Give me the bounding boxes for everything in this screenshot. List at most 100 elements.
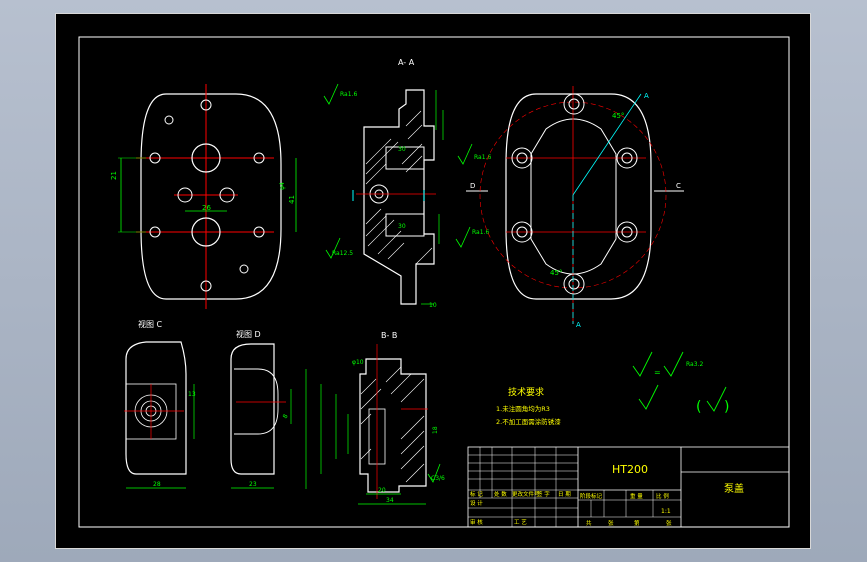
dim-aa-10: 10 [429, 302, 437, 309]
front-hole-mid-left [177, 187, 193, 203]
aa-cavity-lower [385, 213, 425, 237]
inner-frame [78, 36, 790, 528]
title-block [467, 446, 790, 528]
dim-front-right: 41 [288, 195, 296, 204]
rear-bolt [563, 273, 585, 295]
rear-bolt-inner [516, 226, 528, 238]
rear-bolt-inner [568, 98, 580, 110]
label-a-bottom: A [576, 321, 581, 329]
dim-aa-ra2: Ra1.6 [474, 154, 491, 161]
aa-outline [363, 89, 435, 305]
front-pin-hole [239, 264, 249, 274]
bb-outline [359, 358, 427, 493]
rear-bolt [616, 221, 638, 243]
dim-front-height: 21 [110, 171, 118, 180]
label-a-top: A [644, 92, 649, 100]
front-bore-lower [191, 217, 221, 247]
tech-req-title: 技术要求 [508, 386, 544, 398]
tb-gong: 共 [586, 519, 592, 527]
front-bolt-hole [253, 226, 265, 238]
tb-zhongliang: 重 量 [630, 492, 643, 500]
front-bore-upper [191, 143, 221, 173]
cut-line-a-top [572, 93, 642, 196]
section-aa: A- A 30 30 10 Ra1.6 Ra1.6 R [323, 58, 491, 309]
material-label: HT200 [612, 463, 648, 476]
front-hole-mid-right [219, 187, 235, 203]
section-bb: B- B 20 34 φ10 18 C3/6 [305, 331, 445, 505]
front-bolt-hole [200, 99, 212, 111]
dim-bb-20: 20 [378, 487, 386, 494]
label-b-b: B- B [381, 331, 397, 340]
front-bolt-hole [149, 226, 161, 238]
roughness-symbol [427, 463, 441, 483]
roughness-symbol [632, 351, 653, 377]
drawing-canvas: 21 26 41 φ4 A- A 30 30 [78, 36, 790, 528]
tb-bili: 比 例 [656, 492, 669, 500]
roughness-symbol [457, 143, 473, 165]
aa-hatch [365, 110, 433, 265]
tech-req-line1: 1.未注圆角均为R3 [496, 404, 550, 413]
rear-outline [505, 93, 652, 300]
rear-bolt-inner [621, 152, 633, 164]
roughness-eq-sign: = [654, 368, 661, 377]
tb-zhang-2: 张 [666, 519, 672, 527]
rear-bolt-inner [621, 226, 633, 238]
part-name: 泵盖 [724, 482, 744, 495]
front-pin-hole [164, 115, 174, 125]
view-c: 视图 C 13 28 [124, 319, 196, 489]
roughness-eq-value: Ra3.2 [686, 361, 703, 368]
title-block-frame [467, 446, 790, 528]
tb-sheji: 设 计 [470, 499, 483, 507]
dim-front-right2: φ4 [279, 182, 286, 190]
rear-bolt-inner [516, 152, 528, 164]
front-view: 21 26 41 φ4 [110, 84, 297, 309]
dim-aa-ra3: Ra1.6 [472, 229, 489, 236]
roughness-symbol [663, 351, 684, 377]
dim-aa-30b: 30 [398, 223, 406, 230]
dim-front-width: 26 [202, 204, 211, 212]
title-block-text: HT200 泵盖 1:1 标 记 处 数 更改文件号 签 字 日 期 设 计 审… [470, 463, 744, 527]
roughness-symbol [455, 226, 471, 248]
tb-gongyi: 工 艺 [514, 519, 527, 526]
front-outline [140, 93, 282, 300]
angle-label-2: 45° [550, 269, 562, 277]
rear-bolt [616, 147, 638, 169]
rear-view: A A 45° 45° [479, 86, 667, 329]
roughness-symbol [638, 384, 659, 410]
tb-shenhe: 审 核 [470, 518, 483, 526]
dim-aa-ra1: Ra1.6 [340, 91, 357, 98]
front-bolt-hole [200, 280, 212, 292]
dim-bb-c: C3/6 [431, 475, 445, 482]
view-d: 视图 D 8 23 [230, 329, 292, 489]
label-view-c: 视图 C [138, 319, 163, 329]
aa-cavity-upper [385, 146, 425, 170]
drawing-sheet: 21 26 41 φ4 A- A 30 30 [55, 13, 811, 549]
dim-vd-23: 23 [249, 481, 257, 488]
angle-label-1: 45° [612, 112, 624, 120]
dim-vc-13: 13 [188, 391, 196, 398]
label-c: C [676, 182, 681, 190]
rear-bolt [511, 221, 533, 243]
roughness-paren-close: ) [724, 399, 729, 415]
dim-bb-18: 18 [432, 426, 439, 434]
tech-requirements: 技术要求 1.未注圆角均为R3 2.不加工面需涂防锈漆 [496, 386, 561, 426]
dim-aa-ra4: Ra12.5 [332, 250, 353, 257]
scale-value: 1:1 [661, 508, 671, 515]
label-view-d: 视图 D [236, 329, 261, 339]
rear-bolt [563, 93, 585, 115]
roughness-symbol [706, 386, 727, 412]
roughness-symbol [325, 237, 341, 259]
dim-vd-8: 8 [282, 413, 290, 420]
roughness-paren-open: ( [696, 399, 701, 415]
roughness-symbol [323, 83, 339, 105]
dim-aa-30a: 30 [398, 146, 406, 153]
dim-bb-34: 34 [386, 497, 394, 504]
tb-qianming: 签 字 [537, 490, 550, 498]
tb-fenqu: 更改文件号 [512, 490, 540, 498]
rear-bolt-inner [568, 278, 580, 290]
tb-biaoji: 标 记 [470, 490, 483, 498]
front-bolt-hole [253, 152, 265, 164]
tb-riqi: 日 期 [558, 491, 571, 498]
tb-jieduan: 阶段标记 [580, 492, 603, 500]
